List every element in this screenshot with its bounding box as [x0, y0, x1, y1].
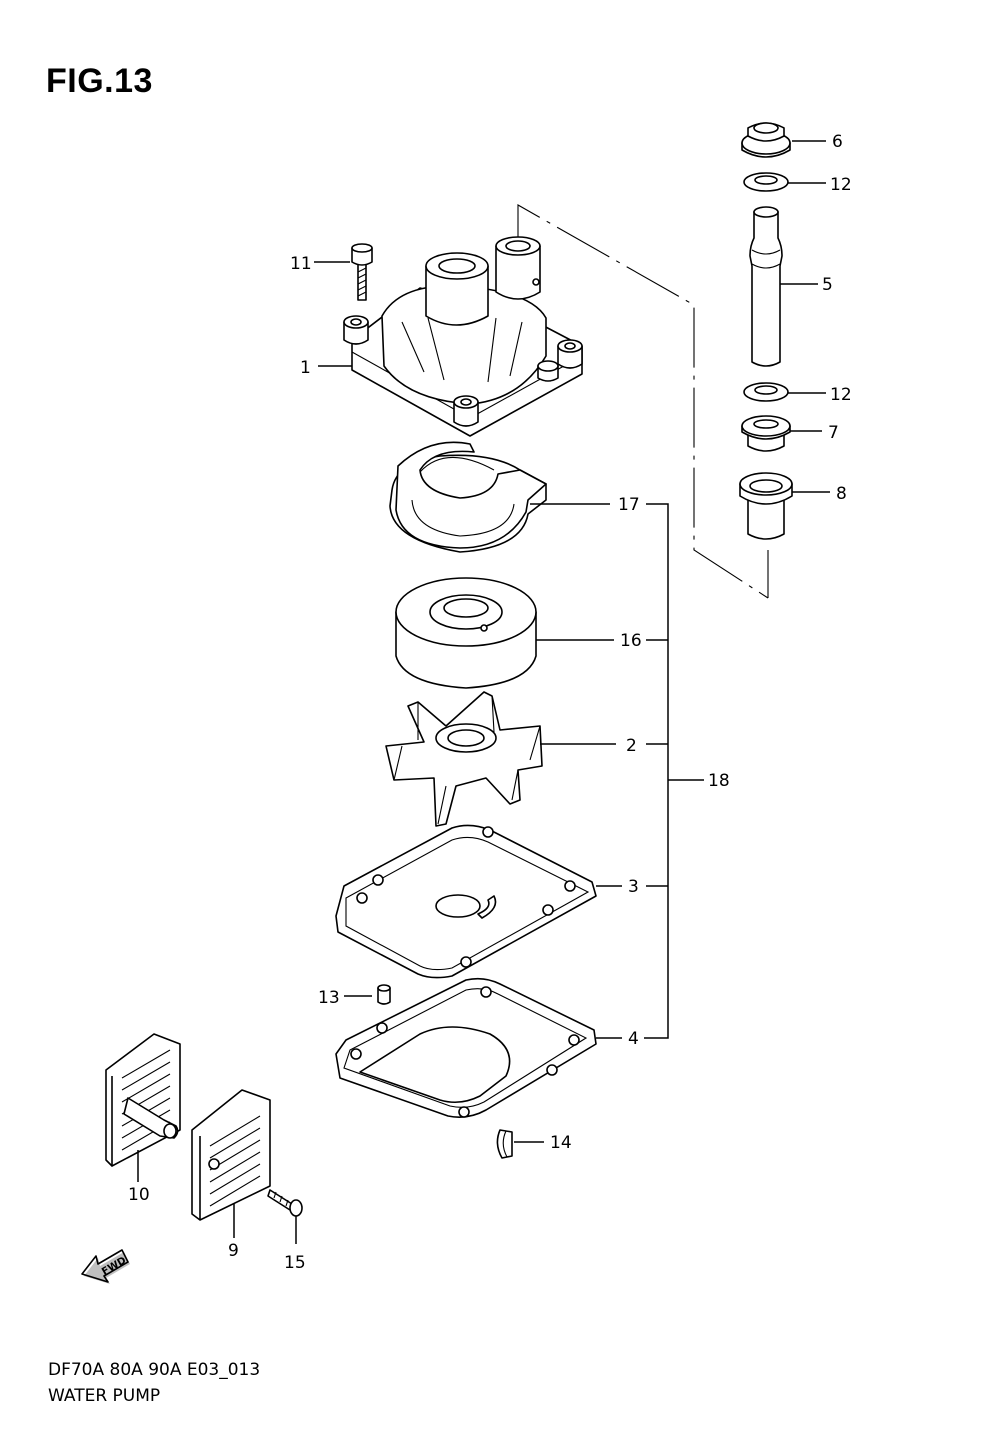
figure-title: FIG.13	[46, 62, 153, 100]
part-1-pump-case[interactable]	[343, 236, 583, 437]
callout-11: 11	[290, 254, 312, 274]
assembly-dashed-line	[517, 204, 769, 599]
callout-9: 9	[228, 1241, 239, 1261]
part-4-gasket[interactable]	[335, 977, 597, 1118]
part-12-seal-lower[interactable]	[743, 382, 789, 402]
part-5-water-tube[interactable]	[749, 206, 783, 367]
part-15-screw[interactable]	[267, 1189, 303, 1217]
callout-3: 3	[628, 877, 639, 897]
callout-4: 4	[628, 1029, 639, 1049]
part-7-grommet[interactable]	[741, 415, 791, 452]
callout-10: 10	[128, 1185, 150, 1205]
part-11-bolt[interactable]	[351, 243, 373, 301]
part-6-grommet[interactable]	[741, 122, 791, 158]
callout-6: 6	[832, 132, 843, 152]
part-16-liner-ring[interactable]	[395, 577, 537, 689]
part-14-key[interactable]	[496, 1129, 513, 1159]
callout-7: 7	[828, 423, 839, 443]
callout-8: 8	[836, 484, 847, 504]
callout-2: 2	[626, 736, 637, 756]
section-name: WATER PUMP	[48, 1386, 161, 1406]
part-13-dowel-pin[interactable]	[377, 984, 391, 1005]
model-code: DF70A 80A 90A E03_013	[48, 1360, 261, 1380]
callout-17: 17	[618, 495, 640, 515]
callout-16: 16	[620, 631, 642, 651]
part-17-liner[interactable]	[389, 441, 547, 553]
part-10-strainer-rear[interactable]	[105, 1033, 181, 1167]
callout-14: 14	[550, 1133, 572, 1153]
kit-bracket-18	[644, 503, 704, 1039]
callout-13: 13	[318, 988, 340, 1008]
fwd-arrow-icon: FWD	[81, 1249, 130, 1284]
part-12-seal-upper[interactable]	[743, 172, 789, 192]
callout-12-lower: 12	[830, 385, 852, 405]
part-9-strainer-front[interactable]	[191, 1089, 271, 1221]
callout-5: 5	[822, 275, 833, 295]
part-8-sleeve[interactable]	[739, 472, 793, 540]
part-2-impeller[interactable]	[385, 691, 543, 827]
callout-12-upper: 12	[830, 175, 852, 195]
callout-15: 15	[284, 1253, 306, 1273]
callout-18: 18	[708, 771, 730, 791]
part-3-plate[interactable]	[335, 824, 597, 979]
callout-1: 1	[300, 358, 311, 378]
